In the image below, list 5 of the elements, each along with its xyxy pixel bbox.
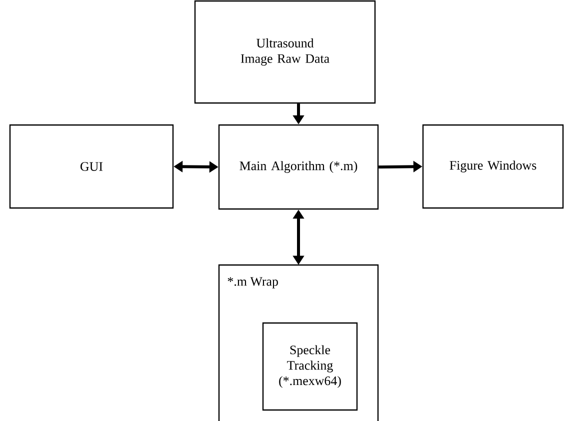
process-box: Ultrasound Image Raw Data	[194, 0, 376, 104]
process-box: GUI	[9, 124, 174, 209]
process-box: Figure Windows	[422, 124, 564, 209]
process-box: Main Algorithm (*.m)	[218, 124, 379, 210]
process-box: Speckle Tracking (*.mexw64)	[262, 322, 358, 411]
